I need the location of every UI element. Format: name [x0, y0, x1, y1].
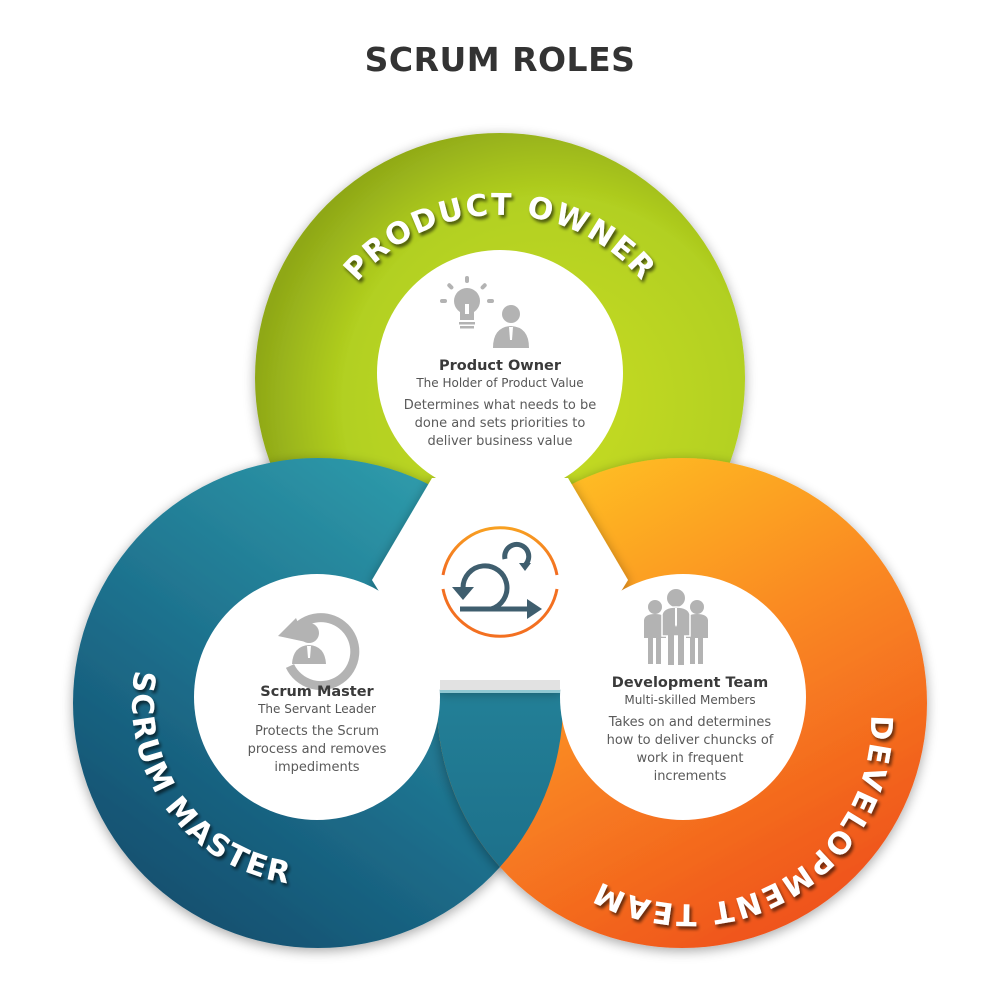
- scrum-master-card-bg: [194, 574, 440, 820]
- scrum-ring-top-arc: [441, 526, 559, 576]
- center-gap: [372, 478, 628, 690]
- product-owner-card: Product Owner The Holder of Product Valu…: [392, 357, 608, 451]
- scrum-master-description: Protects the Scrum process and removes i…: [247, 724, 387, 775]
- team-icon: [644, 589, 708, 665]
- development-team-description: Takes on and determines how to deliver c…: [606, 715, 774, 784]
- product-owner-card-bg: [377, 250, 623, 496]
- scrum-master-subtitle: The Servant Leader: [258, 702, 376, 716]
- development-team-subtitle: Multi-skilled Members: [624, 693, 756, 707]
- scrum-cycle-icon: [441, 526, 559, 638]
- lightbulb-person-icon: [440, 276, 529, 348]
- person-cycle-icon: [278, 613, 360, 691]
- team-member-left: [644, 600, 666, 664]
- product-owner-name: Product Owner: [438, 358, 562, 374]
- lightbulb-icon: [440, 276, 494, 329]
- development-team-card: Development Team Multi-skilled Members T…: [590, 674, 790, 786]
- development-team-card-bg: [560, 574, 806, 820]
- person-icon: [493, 305, 529, 348]
- page-title: SCRUM ROLES: [364, 40, 636, 79]
- scrum-master-name: Scrum Master: [260, 684, 374, 700]
- team-member-center: [661, 589, 691, 665]
- product-owner-subtitle: The Holder of Product Value: [416, 376, 584, 390]
- development-team-name: Development Team: [611, 675, 769, 691]
- gap-bottom-shade: [440, 680, 560, 692]
- product-owner-description: Determines what needs to be done and set…: [403, 398, 597, 449]
- scrum-ring-bottom-arc: [441, 588, 559, 638]
- team-member-right: [686, 600, 708, 664]
- scrum-master-card: Scrum Master The Servant Leader Protects…: [227, 683, 407, 777]
- gap-bottom-highlight: [440, 690, 560, 693]
